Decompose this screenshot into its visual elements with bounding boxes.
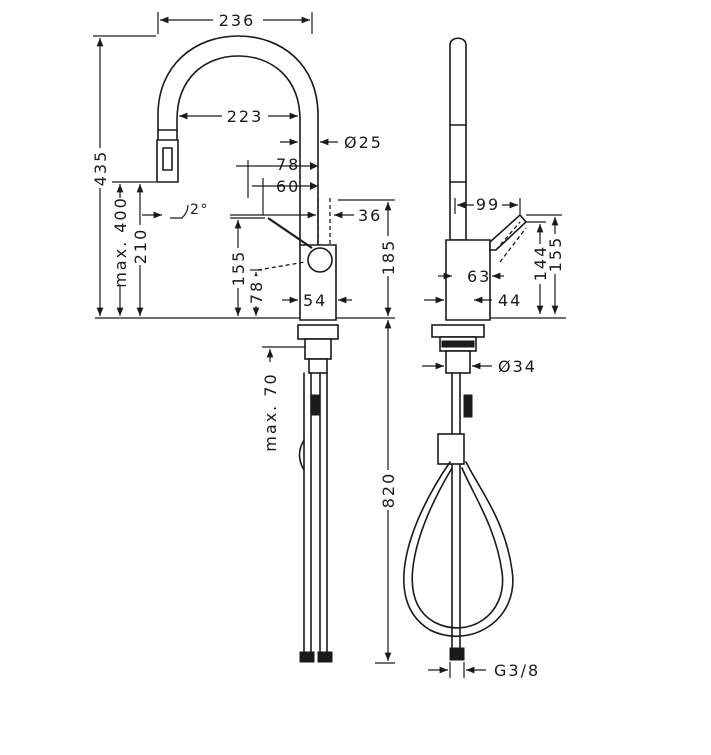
dim-label-435: 435 <box>91 150 110 187</box>
spray-head <box>156 139 179 183</box>
dim-label-angle: 2° <box>190 202 209 218</box>
dim-label-60: 60 <box>276 177 300 196</box>
dim-label-g38: G3/8 <box>494 661 540 680</box>
dim-label-185: 185 <box>379 239 398 276</box>
dim-label-63: 63 <box>467 267 491 286</box>
hose-loop-outer <box>403 461 514 638</box>
side-base-plate <box>431 324 485 338</box>
dim-label-max70: max. 70 <box>261 372 280 451</box>
side-spout <box>449 37 467 241</box>
dim-label-210: 210 <box>131 228 150 265</box>
dim-label-236: 236 <box>219 11 256 30</box>
side-shank <box>445 350 471 374</box>
dim-label-99: 99 <box>476 195 500 214</box>
lever-knob <box>307 247 333 273</box>
hose-end-left <box>299 651 315 663</box>
hose-bend <box>298 439 305 471</box>
dim-label-d34: Ø34 <box>498 357 537 376</box>
dim-label-max400: max. 400 <box>111 196 130 288</box>
dim-label-36: 36 <box>358 206 382 225</box>
hose-loop-inner <box>411 467 504 629</box>
dim-label-155-side: 155 <box>546 236 565 273</box>
dim-label-144: 144 <box>531 245 550 282</box>
spout-outer <box>157 35 319 246</box>
dim-label-44: 44 <box>498 291 522 310</box>
hose-clip <box>311 394 321 416</box>
dim-label-78-low: 78 <box>247 280 266 304</box>
base-plate <box>297 324 339 340</box>
side-hose-end <box>449 647 465 661</box>
side-lever <box>489 213 528 251</box>
shank-top <box>304 338 332 360</box>
dim-label-223: 223 <box>227 107 264 126</box>
side-view: 99 144 155 63 44 Ø34 G3/8 <box>403 37 566 680</box>
dim-label-d25: Ø25 <box>344 133 383 152</box>
shank-nut <box>308 358 328 374</box>
dim-label-78-top: 78 <box>276 155 300 174</box>
lever-handle <box>267 217 313 249</box>
hose-end-right <box>317 651 333 663</box>
front-view: 236 223 Ø25 78 60 36 2° 435 <box>91 10 398 664</box>
spout-inner <box>176 55 301 246</box>
dim-label-820: 820 <box>379 472 398 509</box>
dim-label-54: 54 <box>303 291 327 310</box>
spray-button <box>162 147 173 171</box>
dim-label-155-front: 155 <box>229 250 248 287</box>
hose-weight <box>437 433 465 465</box>
lever-hidden-low <box>257 261 306 271</box>
